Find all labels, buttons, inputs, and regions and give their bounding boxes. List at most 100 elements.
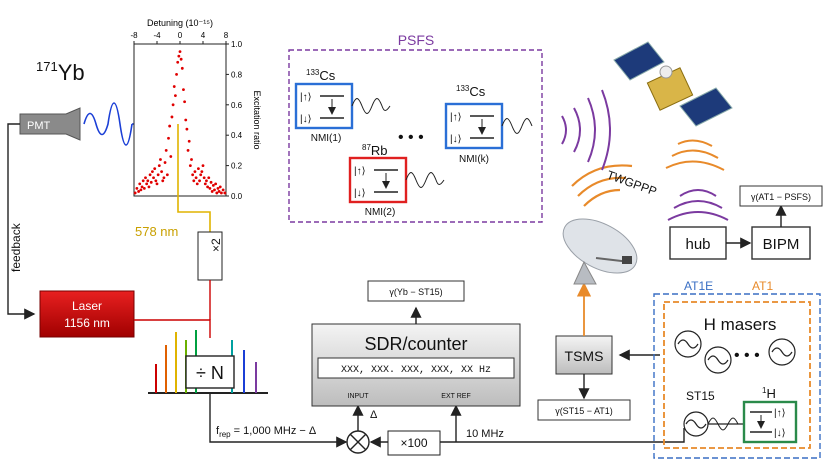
data-point [206, 185, 210, 189]
data-point [170, 115, 174, 119]
data-point [214, 182, 218, 186]
data-point [140, 185, 144, 189]
data-point [184, 118, 188, 122]
maser-dots: • • • [734, 347, 760, 364]
data-point [209, 180, 213, 184]
data-point [186, 149, 190, 152]
data-point [133, 191, 137, 195]
data-point [192, 179, 196, 183]
y-tick-label: 1.0 [231, 40, 243, 49]
data-point [213, 188, 216, 192]
multiplier-box [387, 430, 441, 456]
data-point [197, 167, 200, 171]
x-tick-label: -4 [153, 31, 161, 40]
svg-text:INPUT: INPUT [348, 393, 370, 400]
x-tick-label: 0 [178, 31, 183, 40]
y-tick-label: 0.8 [231, 70, 243, 79]
data-point [156, 173, 160, 177]
data-point [160, 170, 164, 174]
data-point [152, 176, 155, 180]
data-point [208, 187, 212, 190]
data-point [215, 191, 219, 195]
svg-text:SDR/counter: SDR/counter [364, 334, 467, 354]
psfs-title: PSFS [398, 32, 435, 48]
h1-label: 1H [762, 386, 776, 401]
frep-line [209, 393, 348, 448]
doubler-label: ×2 [209, 238, 223, 252]
svg-text:Laser: Laser [72, 299, 102, 313]
csk-atom: |↑⟩ |↓⟩ [444, 102, 533, 150]
at1e-frame [653, 293, 821, 459]
data-point [159, 158, 162, 161]
data-point [207, 176, 211, 180]
data-point [200, 170, 204, 174]
data-point [151, 170, 154, 174]
data-point [183, 100, 187, 104]
data-point [191, 173, 195, 177]
wavelength-578-label: 578 nm [135, 224, 178, 239]
data-point [167, 136, 170, 140]
cs1-nmi: NMI(1) [311, 133, 342, 144]
data-point [146, 179, 150, 183]
satellite [613, 41, 733, 127]
psfs-dots: • • • [398, 129, 424, 146]
data-point [175, 73, 178, 76]
tsms-label: TSMS [565, 348, 604, 364]
data-point [157, 164, 161, 168]
multiplier-label: ×100 [400, 436, 427, 450]
st15-symbol [683, 411, 709, 437]
bipm-box [751, 226, 811, 260]
divider-label: ÷ N [196, 363, 224, 383]
data-point [201, 164, 205, 168]
svg-text:|↑⟩: |↑⟩ [450, 112, 462, 123]
y-tick-label: 0.6 [231, 101, 243, 110]
data-point [155, 182, 159, 186]
beam-578 [177, 124, 211, 232]
data-point [149, 180, 153, 184]
sdr-counter: SDR/counter XXX, XXX. XXX, XXX, XX Hz IN… [311, 323, 521, 407]
data-point [172, 85, 176, 88]
ten-mhz-label: 10 MHz [466, 428, 504, 440]
satellite-dish [562, 218, 638, 285]
h1-atom: |↑⟩ |↓⟩ [742, 400, 798, 444]
y-tick-label: 0.0 [231, 192, 243, 201]
y-yb-label: γ(Yb − ST15) [389, 287, 442, 297]
x-tick-label: 4 [201, 31, 206, 40]
data-point [137, 190, 141, 193]
st15-label: ST15 [686, 389, 715, 403]
csk-nmi: NMI(k) [459, 154, 489, 165]
sdr-display: XXX, XXX. XXX, XXX, XX Hz [341, 365, 491, 376]
data-point [169, 155, 173, 158]
y-yb-box [367, 280, 465, 302]
data-point [205, 179, 208, 183]
svg-text:|↓⟩: |↓⟩ [774, 428, 786, 439]
data-point [188, 164, 192, 168]
data-point [210, 190, 214, 193]
data-point [154, 179, 158, 183]
data-point [195, 182, 199, 186]
y-tick-label: 0.4 [231, 131, 243, 140]
hmasers-label: H masers [704, 315, 777, 334]
feedback-line [7, 123, 36, 320]
svg-text:|↓⟩: |↓⟩ [354, 188, 366, 199]
data-point [174, 94, 177, 98]
csk-label: 133Cs [456, 84, 486, 99]
data-point [194, 176, 198, 180]
y-at1-box [739, 185, 823, 207]
data-point [147, 185, 151, 189]
cs1-label: 133Cs [306, 68, 336, 83]
svg-text:PMT: PMT [27, 120, 51, 132]
y-tick-label: 0.2 [231, 162, 243, 171]
dish-waves [571, 164, 633, 207]
data-point [178, 50, 182, 53]
red-line-laser [134, 319, 211, 338]
data-point [171, 103, 175, 107]
data-point [216, 187, 220, 190]
data-point [198, 179, 201, 183]
y-at1-label: γ(AT1 − PSFS) [751, 192, 811, 202]
x-tick-label: -8 [130, 31, 138, 40]
svg-text:|↓⟩: |↓⟩ [300, 114, 312, 125]
